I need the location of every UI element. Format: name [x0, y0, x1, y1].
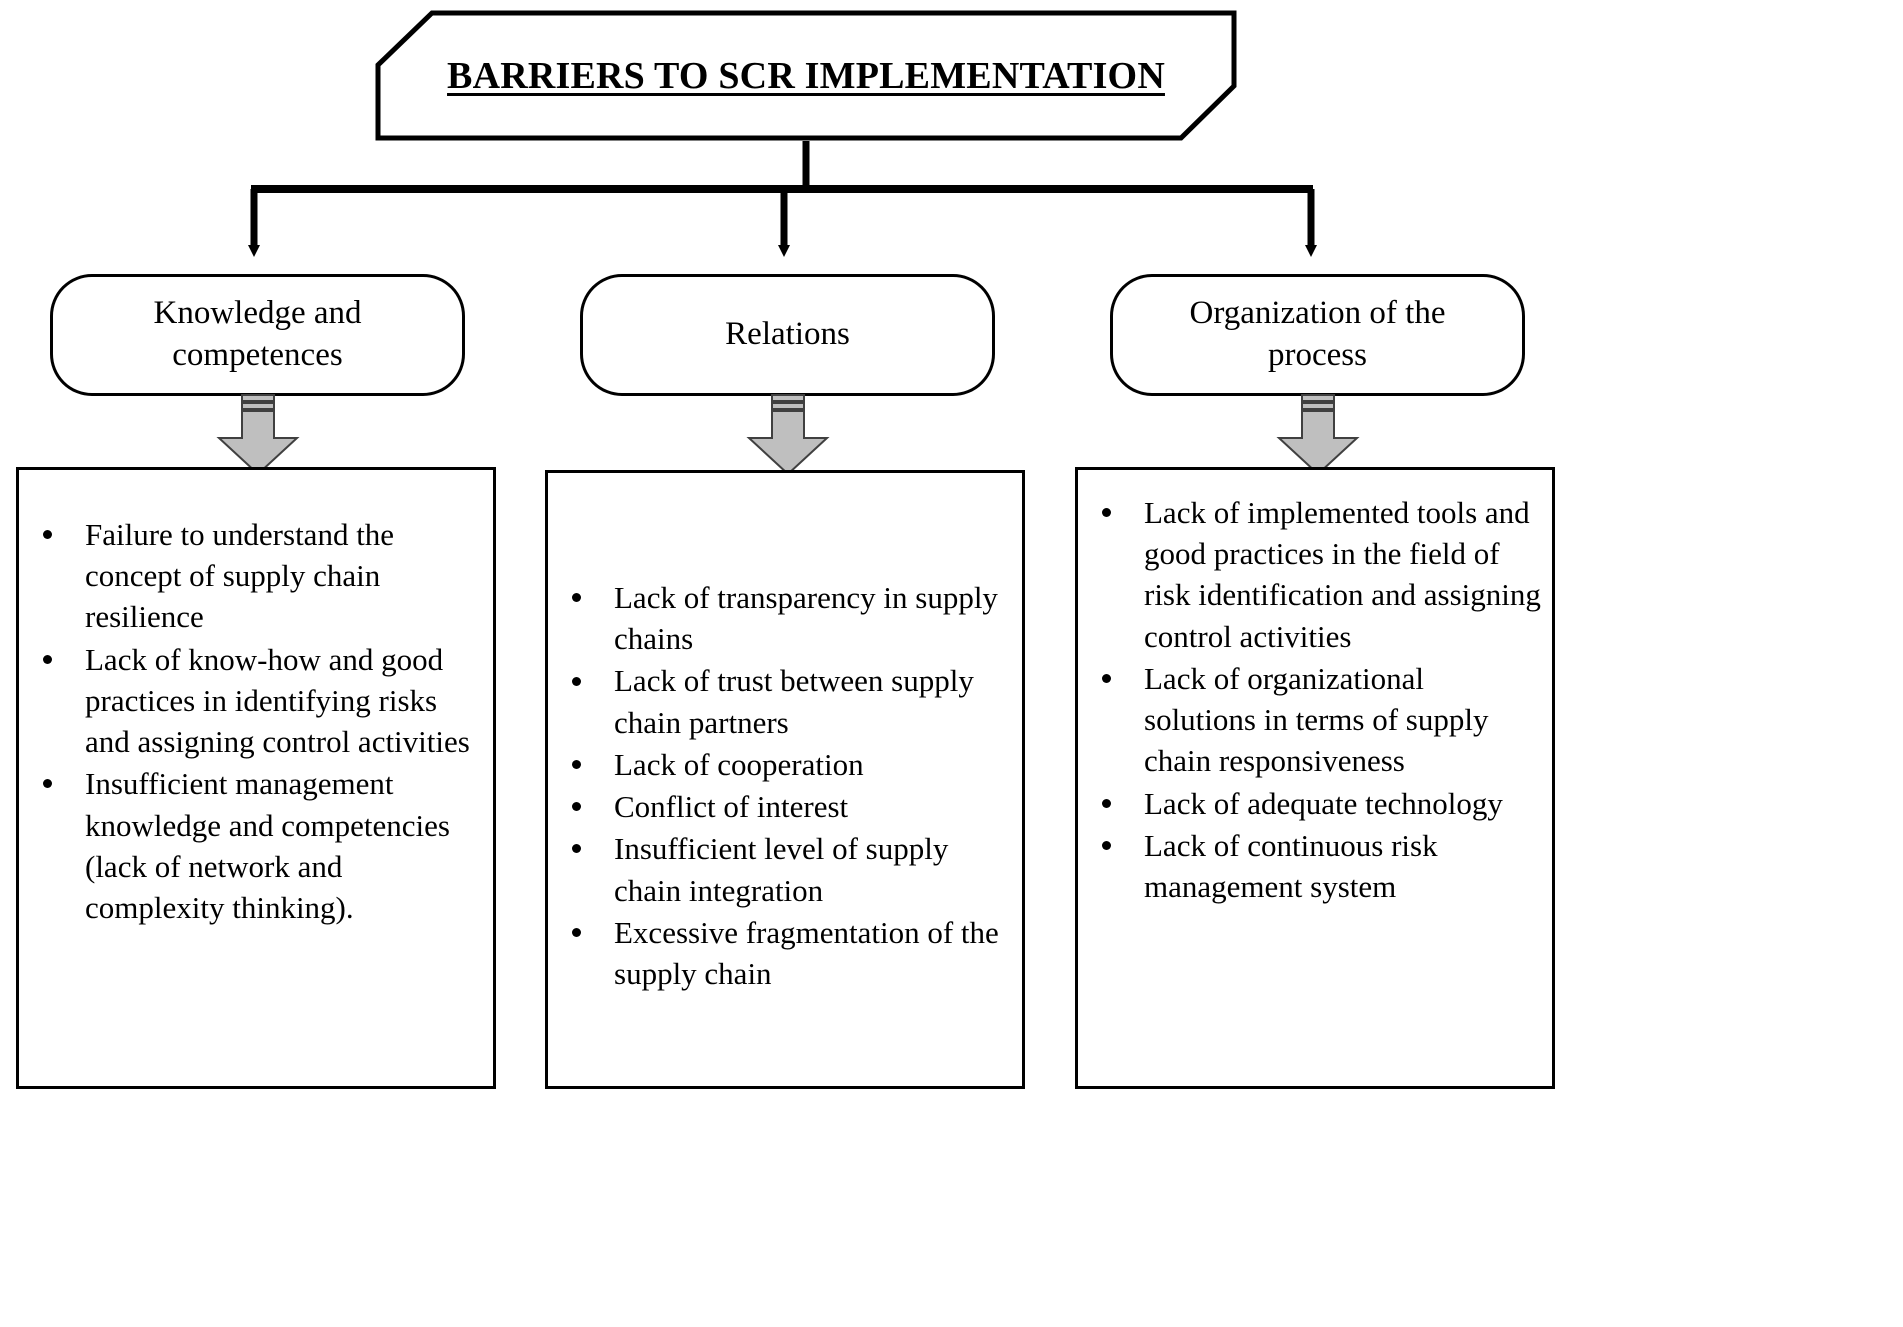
- bullet-icon: [572, 844, 581, 854]
- bullet-icon: [43, 530, 52, 540]
- bullet-icon: [572, 802, 581, 812]
- bullet-list: Lack of implemented tools and good pract…: [1078, 470, 1552, 907]
- bullet-icon: [572, 927, 581, 937]
- bullet-icon: [43, 779, 52, 789]
- category-box-relations[interactable]: Relations: [580, 274, 995, 396]
- list-item-label: Lack of cooperation: [614, 746, 864, 782]
- bullet-icon: [1102, 508, 1111, 518]
- list-item: Lack of cooperation: [552, 744, 1012, 785]
- list-item: Lack of know-how and good practices in i…: [23, 639, 483, 763]
- list-item: Lack of organizational solutions in term…: [1082, 658, 1542, 782]
- barrier-list-organization-of-the-process: Lack of implemented tools and good pract…: [1075, 467, 1555, 1089]
- list-item-label: Insufficient level of supply chain integ…: [614, 831, 949, 908]
- list-item: Conflict of interest: [552, 786, 1012, 827]
- list-item-label: Lack of adequate technology: [1144, 785, 1503, 821]
- list-item-label: Insufficient management knowledge and co…: [85, 766, 450, 925]
- list-item: Lack of implemented tools and good pract…: [1082, 492, 1542, 657]
- title-banner: BARRIERS TO SCR IMPLEMENTATION: [375, 10, 1237, 141]
- list-item-label: Lack of implemented tools and good pract…: [1144, 495, 1541, 654]
- bullet-icon: [572, 676, 581, 686]
- bullet-icon: [572, 759, 581, 769]
- list-item: Lack of continuous risk management syste…: [1082, 825, 1542, 907]
- bullet-list: Failure to understand the concept of sup…: [19, 470, 493, 928]
- list-item: Insufficient management knowledge and co…: [23, 763, 483, 928]
- list-item: Excessive fragmentation of the supply ch…: [552, 912, 1012, 994]
- list-item: Lack of transparency in supply chains: [552, 577, 1012, 659]
- category-box-organization-of-the-process[interactable]: Organization of the process: [1110, 274, 1525, 396]
- block-arrow-down-3: [1276, 394, 1360, 476]
- list-item-label: Failure to understand the concept of sup…: [85, 517, 395, 635]
- bullet-icon: [1102, 673, 1111, 683]
- bullet-icon: [1102, 798, 1111, 808]
- list-item-label: Lack of know-how and good practices in i…: [85, 641, 470, 760]
- list-item: Insufficient level of supply chain integ…: [552, 828, 1012, 910]
- list-item-label: Lack of continuous risk management syste…: [1144, 827, 1438, 904]
- block-arrow-down-2: [746, 394, 830, 476]
- page-title: BARRIERS TO SCR IMPLEMENTATION: [447, 54, 1165, 97]
- bullet-icon: [572, 593, 581, 603]
- block-arrow-down-1: [216, 394, 300, 476]
- category-box-knowledge-and-competences[interactable]: Knowledge and competences: [50, 274, 465, 396]
- barrier-list-knowledge-and-competences: Failure to understand the concept of sup…: [16, 467, 496, 1089]
- list-item-label: Lack of trust between supply chain partn…: [614, 663, 974, 740]
- list-item: Failure to understand the concept of sup…: [23, 514, 483, 638]
- list-item-label: Lack of transparency in supply chains: [614, 580, 998, 657]
- category-label: Organization of the process: [1189, 295, 1446, 373]
- category-label: Knowledge and competences: [153, 295, 362, 373]
- list-item: Lack of adequate technology: [1082, 783, 1542, 824]
- list-item-label: Conflict of interest: [614, 789, 849, 825]
- category-label: Relations: [725, 316, 850, 353]
- list-item: Lack of trust between supply chain partn…: [552, 660, 1012, 742]
- bullet-icon: [43, 654, 52, 664]
- bullet-icon: [1102, 840, 1111, 850]
- list-item-label: Lack of organizational solutions in term…: [1144, 660, 1489, 779]
- banner-shape: [375, 10, 1237, 141]
- list-item-label: Excessive fragmentation of the supply ch…: [614, 914, 999, 991]
